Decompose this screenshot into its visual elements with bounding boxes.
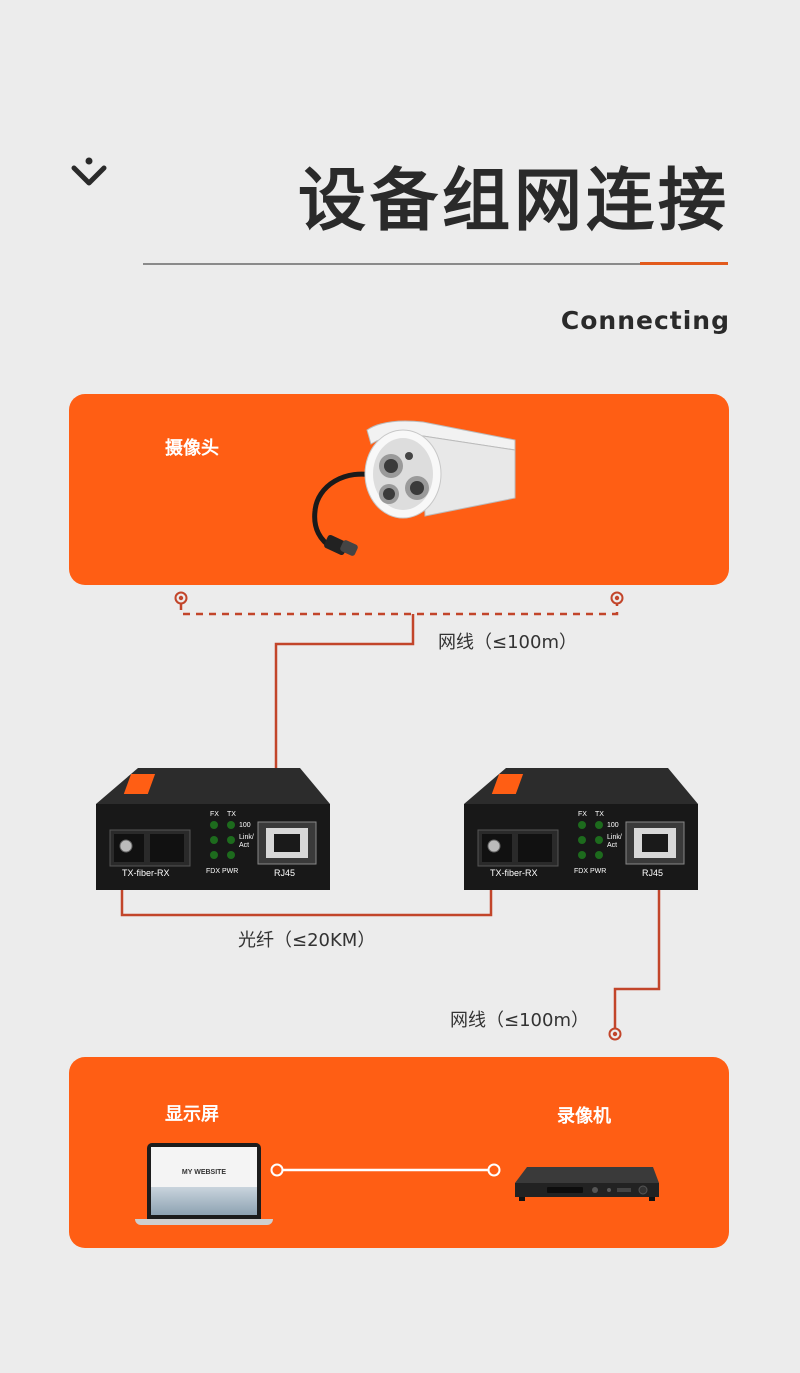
laptop-screen-title: MY WEBSITE xyxy=(181,1169,227,1176)
camera-cable-line xyxy=(274,614,415,852)
security-camera-icon xyxy=(312,420,516,556)
converter-1-led-tx: TX xyxy=(227,811,236,818)
divider-accent xyxy=(640,262,728,265)
output-cable-line xyxy=(613,852,661,1030)
camera-tap-line xyxy=(174,591,624,616)
output-cable-label: 网线（≤100m） xyxy=(450,1010,589,1031)
converter-2-led-tx: TX xyxy=(595,811,604,818)
converter-1-fiber-label: TX-fiber-RX xyxy=(122,868,170,878)
page-title: 设备组网连接 xyxy=(297,162,730,241)
converter-1-led-link: Link/ xyxy=(239,834,254,841)
camera-cable-label: 网线（≤100m） xyxy=(438,632,577,653)
fiber-label: 光纤（≤20KM） xyxy=(238,930,376,951)
camera-panel: 摄像头 xyxy=(69,394,729,585)
monitor-recorder-link xyxy=(270,1163,501,1177)
converter-2-led-link: Link/ xyxy=(607,834,622,841)
converter-1-led-act: Act xyxy=(239,842,249,849)
converter-1-led-fx: FX xyxy=(210,811,219,818)
converter-2-rj45-label: RJ45 xyxy=(642,868,663,878)
output-panel: 显示屏 录像机 MY WEBSITE xyxy=(69,1057,729,1248)
converter-2-led-act: Act xyxy=(607,842,617,849)
converter-2-led-fx: FX xyxy=(578,811,587,818)
converter-1-led-100: 100 xyxy=(239,822,251,829)
converter-2-led-fdx-pwr: FDX PWR xyxy=(574,868,606,875)
nvr-recorder-icon xyxy=(515,1167,659,1201)
converter-1-rj45-label: RJ45 xyxy=(274,868,295,878)
chevron-down-icon xyxy=(71,157,107,186)
monitor-label: 显示屏 xyxy=(165,1104,219,1125)
media-converter-2: TX-fiber-RX FX TX 100 Link/ Act FDX PWR … xyxy=(464,768,698,890)
page-subtitle: Connecting xyxy=(560,306,730,335)
converter-1-led-fdx-pwr: FDX PWR xyxy=(206,868,238,875)
recorder-label: 录像机 xyxy=(557,1106,611,1127)
converter-2-led-100: 100 xyxy=(607,822,619,829)
divider-line xyxy=(143,263,640,265)
laptop-icon: MY WEBSITE xyxy=(135,1143,273,1227)
converter-2-fiber-label: TX-fiber-RX xyxy=(490,868,538,878)
camera-label: 摄像头 xyxy=(165,438,219,459)
media-converter-1: TX-fiber-RX FX TX 100 Link/ Act FDX PWR … xyxy=(96,768,330,890)
